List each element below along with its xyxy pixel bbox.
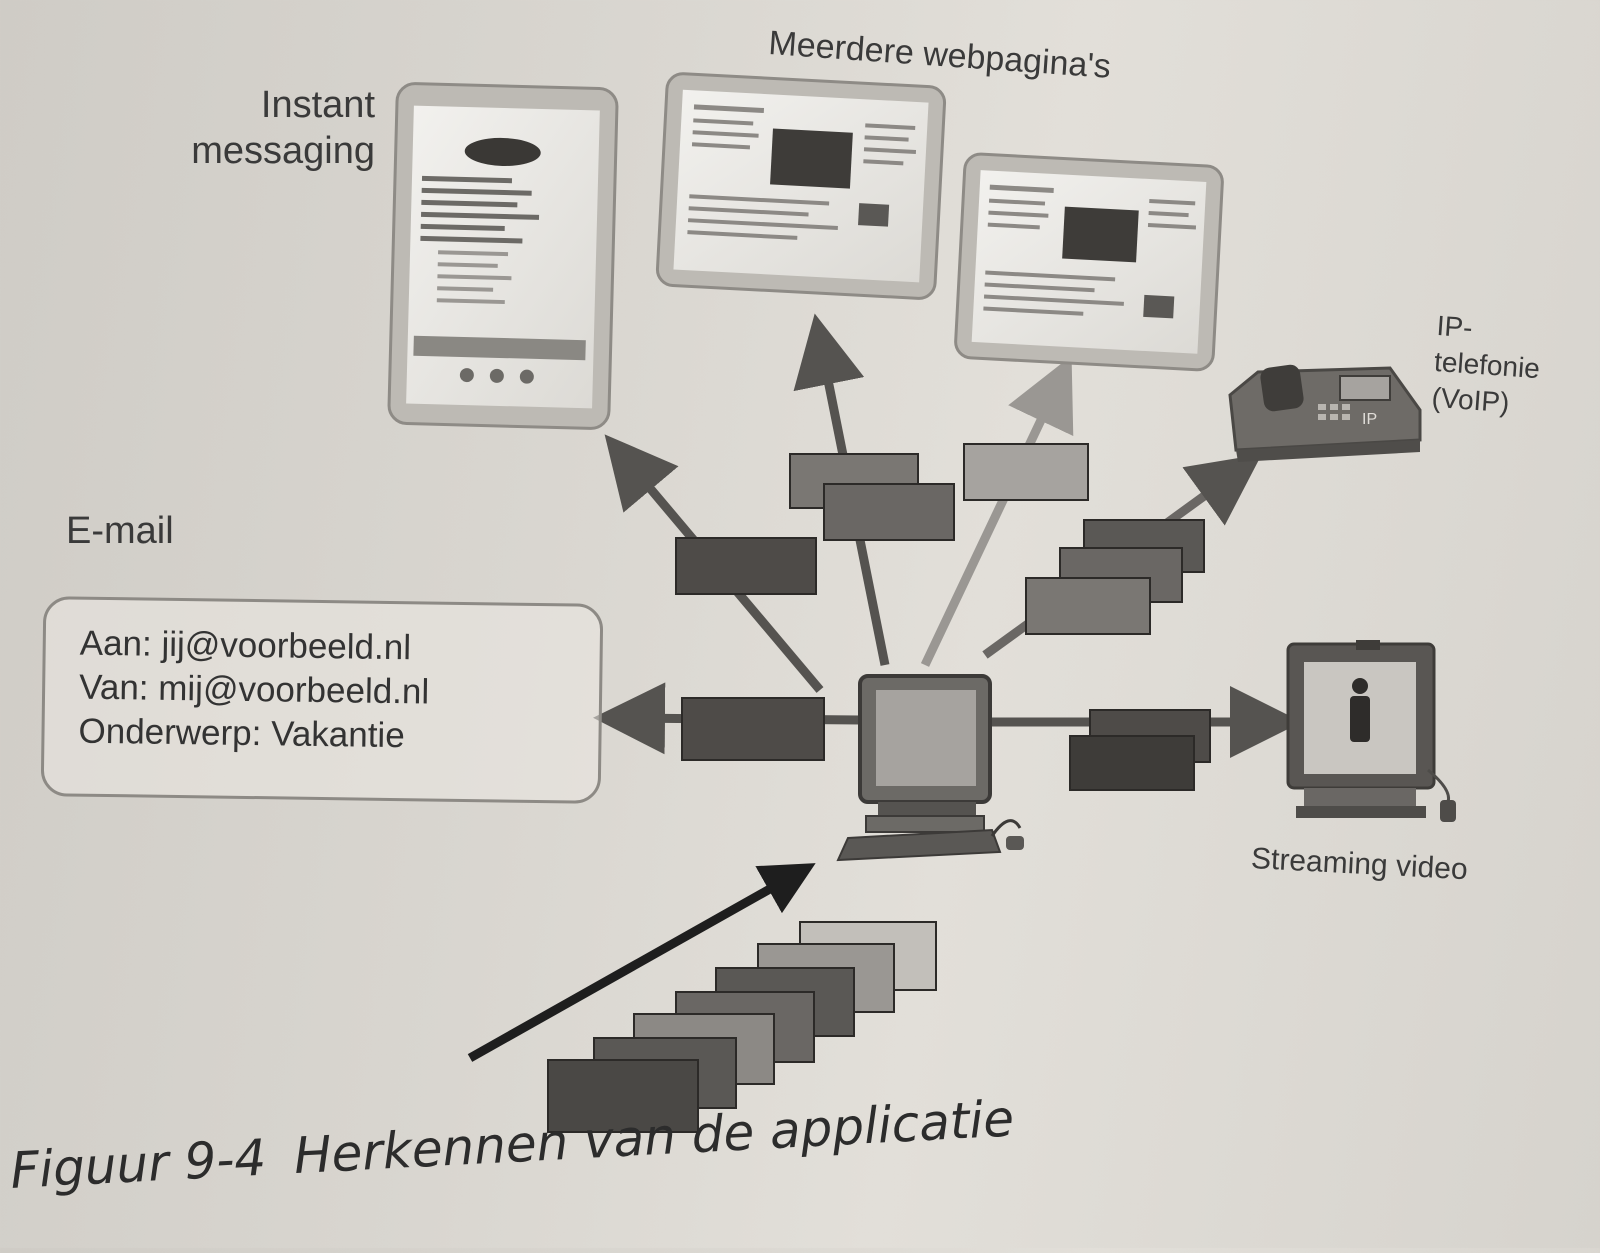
label-ip-line-3: (VoIP)	[1430, 381, 1511, 419]
im-window	[387, 82, 619, 430]
email-to: Aan: jij@voorbeeld.nl	[79, 623, 412, 668]
segment-to-web1-front	[823, 483, 955, 541]
segment-to-web2	[963, 443, 1089, 501]
email-subject: Onderwerp: Vakantie	[78, 711, 405, 756]
incoming-segment-2	[547, 1059, 699, 1133]
segment-to-email	[681, 697, 825, 761]
label-im-line-2: messaging	[191, 130, 375, 172]
email-header-lines: Aan: jij@voorbeeld.nl Van: mij@voorbeeld…	[78, 622, 430, 759]
ip-phone-badge: IP	[1362, 411, 1377, 428]
webpage-window-2	[954, 152, 1224, 372]
label-im-line-1: Instant	[260, 84, 375, 126]
ip-phone: IP	[1228, 364, 1422, 462]
webpage-window-1	[655, 72, 947, 300]
email-header-box: Aan: jij@voorbeeld.nl Van: mij@voorbeeld…	[40, 596, 604, 804]
video-monitor	[1286, 640, 1456, 822]
arrow-to-web2	[920, 355, 1074, 667]
label-instant-messaging: Instant messaging	[130, 82, 375, 174]
label-email: E-mail	[66, 510, 174, 552]
email-from: Van: mij@voorbeeld.nl	[78, 667, 430, 712]
segment-to-video-front	[1069, 735, 1195, 791]
segment-to-ip-3	[1025, 577, 1151, 635]
central-computer	[836, 674, 1024, 862]
label-ip-telephony: IP- telefonie (VoIP)	[1430, 308, 1543, 423]
segment-to-im	[675, 537, 817, 595]
arrow-incoming-stream	[467, 863, 816, 1062]
